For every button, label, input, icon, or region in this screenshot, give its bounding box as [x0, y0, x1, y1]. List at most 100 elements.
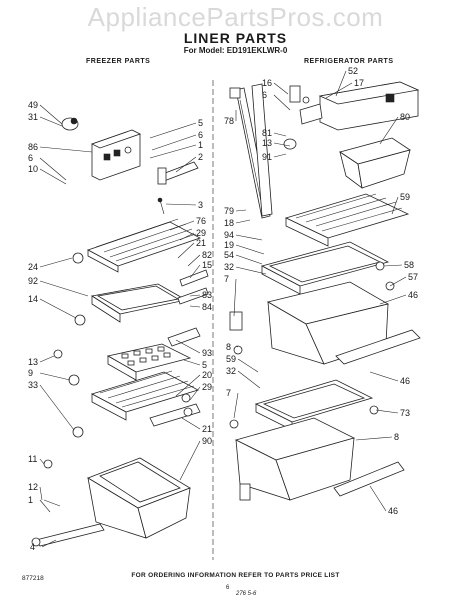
callout-8: 8 [226, 342, 231, 352]
leader-line [235, 345, 239, 348]
callout-76: 76 [196, 216, 206, 226]
leader-line [189, 294, 201, 297]
roller-2 [72, 426, 84, 438]
shelf-clip [181, 393, 191, 403]
callout-31: 31 [28, 112, 38, 122]
freezer-section-label: FREEZER PARTS [86, 58, 151, 65]
shelf-bracket [157, 161, 199, 185]
leader-line [235, 266, 267, 275]
leader-line [325, 82, 353, 99]
callout-73: 73 [400, 408, 410, 418]
callout-29: 29 [196, 228, 206, 238]
leader-line [335, 70, 347, 97]
drawer-support [229, 311, 243, 331]
shelf-support-2 [74, 314, 86, 326]
leader-line [175, 374, 201, 397]
ice-tray [106, 343, 192, 381]
callout-59: 59 [400, 192, 410, 202]
cam [229, 419, 239, 429]
rail-cap [229, 87, 241, 99]
callout-46: 46 [400, 376, 410, 386]
leader-line [233, 392, 239, 419]
callout-20: 20 [202, 370, 212, 380]
callout-5: 5 [202, 360, 207, 370]
control-knob [61, 117, 79, 131]
leader-line [235, 209, 247, 212]
callout-11: 11 [28, 454, 37, 464]
leader-line [237, 370, 261, 389]
freezer-bin [87, 457, 191, 539]
callout-7: 7 [226, 388, 231, 398]
shelf-clip-2 [183, 407, 193, 417]
leader-line [189, 305, 201, 308]
callout-2: 2 [198, 152, 203, 162]
callout-81: 81 [262, 128, 272, 138]
cam-2 [233, 345, 243, 355]
shelf-support [72, 252, 84, 264]
callout-92: 92 [28, 276, 38, 286]
callout-5: 5 [198, 118, 203, 128]
callout-16: 16 [262, 78, 272, 88]
leader-line [379, 116, 399, 145]
callout-8: 8 [394, 432, 399, 442]
callout-49: 49 [28, 100, 38, 110]
leader-line [39, 458, 45, 465]
leader-line [39, 298, 77, 319]
leader-line [189, 386, 201, 401]
roller [68, 374, 80, 386]
control-housing [90, 129, 142, 181]
leader-line [383, 264, 403, 267]
leader-line [39, 372, 71, 381]
leader-line [39, 157, 67, 181]
leader-line [39, 146, 93, 153]
leader-line [165, 203, 197, 206]
callout-17: 17 [354, 78, 364, 88]
cover-bracket [299, 103, 323, 125]
leader-line [39, 355, 55, 363]
leader-line [149, 122, 197, 139]
callout-79: 79 [224, 206, 234, 216]
callout-1: 1 [28, 495, 33, 505]
callout-86: 86 [28, 142, 38, 152]
leader-line [169, 220, 195, 231]
leader-line [273, 142, 291, 147]
freezer-wire-shelf-upper [86, 218, 202, 273]
leader-line [41, 539, 57, 548]
leader-line [355, 436, 393, 441]
drawer-trim-lower [333, 461, 405, 497]
leader-line [237, 358, 259, 373]
spacer [53, 349, 63, 359]
callout-13: 13 [262, 138, 272, 148]
leader-line [39, 280, 89, 297]
callout-29: 29 [202, 382, 212, 392]
callout-9: 9 [28, 368, 33, 378]
callout-6: 6 [198, 130, 203, 140]
leader-line [389, 276, 407, 287]
callout-80: 80 [400, 112, 410, 122]
callout-21: 21 [202, 424, 212, 434]
callout-90: 90 [202, 436, 212, 446]
callout-21: 21 [196, 238, 206, 248]
callout-32: 32 [224, 262, 234, 272]
callout-32: 32 [226, 366, 236, 376]
leader-line [273, 82, 289, 95]
right-vertical-rail [251, 83, 273, 217]
ordering-note: FOR ORDERING INFORMATION REFER TO PARTS … [131, 572, 340, 579]
callout-59: 59 [226, 354, 236, 364]
callout-82: 82 [202, 250, 212, 260]
cap [43, 459, 53, 469]
leader-line [39, 104, 63, 125]
callout-18: 18 [224, 218, 234, 228]
callout-78: 78 [224, 116, 234, 126]
leader-line [187, 254, 201, 267]
callout-46: 46 [388, 506, 398, 516]
callout-84: 84 [202, 302, 212, 312]
light-socket [289, 85, 310, 104]
callout-15: 15 [202, 260, 212, 270]
callout-13: 13 [28, 357, 38, 367]
leader-line [273, 132, 287, 137]
leader-line [39, 168, 67, 185]
leader-line [177, 242, 195, 259]
leader-line [235, 244, 265, 255]
callout-57: 57 [408, 272, 418, 282]
